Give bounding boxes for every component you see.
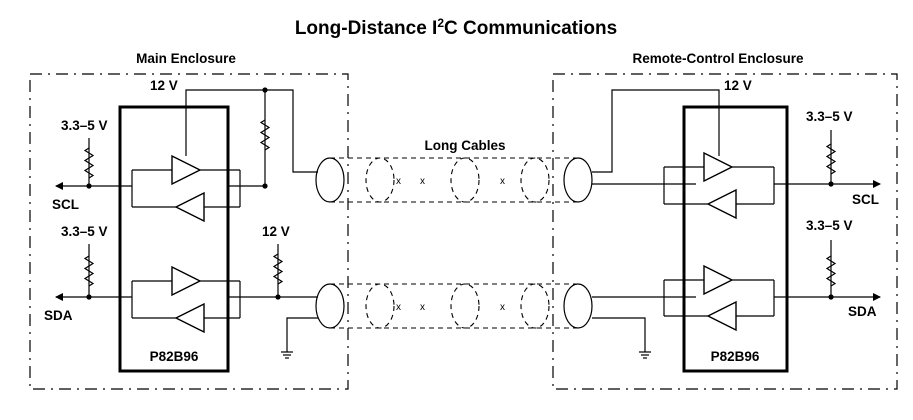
main-chip-label: P82B96 [150,349,199,364]
remote-sda-label: SDA [848,304,877,319]
ground-icon [639,351,651,359]
buffer-triangle-icon [174,302,205,334]
buffer-triangle-icon [171,154,202,186]
main-enclosure-label: Main Enclosure [136,51,236,66]
svg-text:x: x [500,302,505,313]
buffer-triangle-icon [703,264,734,296]
main-pullup-scl-label: 3.3–5 V [61,118,108,133]
remote-12v-label: 12 V [724,78,752,93]
main-scl-label: SCL [52,197,79,212]
diagram-title: Long-Distance I2C Communications [295,16,617,39]
remote-chip [682,105,789,373]
main-circuit: P82B96 12 V 12 V 3.3–5 V 3.3–5 V SCL SDA [44,78,318,373]
main-12v-top-label: 12 V [150,78,178,93]
resistor-icon [83,255,95,287]
main-12v-mid-label: 12 V [262,224,290,239]
main-sda-label: SDA [44,308,73,323]
svg-text:x: x [420,176,425,187]
remote-enclosure-label: Remote-Control Enclosure [632,51,804,66]
svg-text:x: x [396,176,401,187]
main-enclosure-box [29,73,349,390]
ground-icon [281,351,293,359]
remote-circuit: P82B96 12 V 3.3–5 V 3.3–5 V SCL SDA [592,78,881,373]
buffer-triangle-icon [174,191,205,223]
svg-text:x: x [500,176,505,187]
resistor-icon [259,119,271,151]
svg-text:x: x [420,302,425,313]
resistor-icon [83,147,95,179]
svg-text:x: x [396,302,401,313]
remote-scl-label: SCL [852,192,879,207]
resistor-icon [825,143,837,175]
buffer-triangle-icon [706,188,737,220]
long-cables: Long Cables x x x x x x [315,138,593,329]
remote-pullup-scl-label: 3.3–5 V [806,109,853,124]
main-chip [118,105,230,373]
remote-enclosure-box [552,73,898,390]
buffer-triangle-icon [706,300,737,332]
cable-label: Long Cables [424,138,505,153]
buffer-triangle-icon [171,265,202,297]
buffer-triangle-icon [703,151,734,183]
main-pullup-sda-label: 3.3–5 V [61,224,108,239]
remote-pullup-sda-label: 3.3–5 V [806,218,853,233]
remote-chip-label: P82B96 [711,349,760,364]
resistor-icon [825,255,837,287]
resistor-icon [272,253,284,285]
